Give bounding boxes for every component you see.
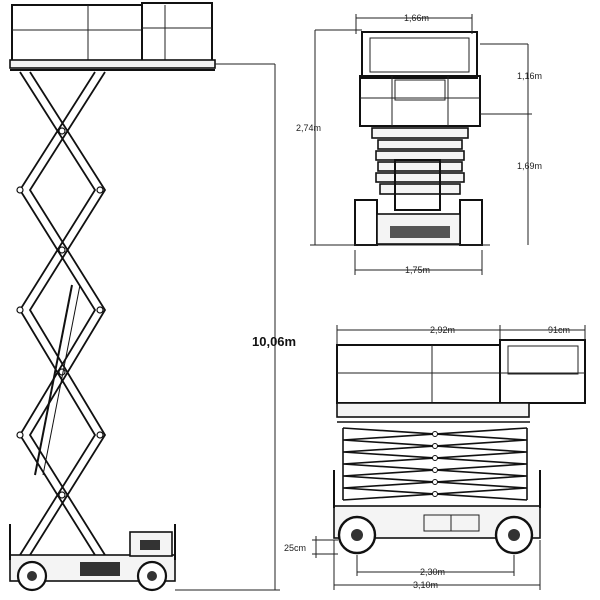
overall-length-label: 3,10m bbox=[413, 580, 438, 590]
front-height-label: 2,74m bbox=[296, 123, 321, 133]
scissor-arms bbox=[18, 71, 107, 556]
base-height-label: 1,69m bbox=[517, 161, 542, 171]
ground-clearance-label: 25cm bbox=[284, 543, 306, 553]
extension-label: 91cm bbox=[548, 325, 570, 335]
front-top-width-label: 1,66m bbox=[404, 13, 429, 23]
extended-lift-view: 10,06m bbox=[9, 2, 296, 592]
front-view: 1,66m 2,74m 1,16m 1,69m 1,75m bbox=[296, 13, 542, 275]
base-width-label: 1,75m bbox=[405, 265, 430, 275]
rail-height-label: 1,16m bbox=[517, 71, 542, 81]
platform-length-label: 2,92m bbox=[430, 325, 455, 335]
wheels-side-view bbox=[337, 515, 534, 555]
upper-platform bbox=[9, 2, 216, 71]
total-height-label: 10,06m bbox=[252, 334, 296, 349]
side-scissor-pivots bbox=[432, 431, 438, 497]
side-view: 2,92m 91cm bbox=[284, 325, 586, 590]
front-dimension-lines bbox=[310, 14, 532, 275]
height-dimension-line bbox=[175, 63, 280, 591]
side-scissor-stack bbox=[337, 421, 530, 501]
front-scissor-stack bbox=[371, 127, 469, 211]
wheelbase-label: 2,30m bbox=[420, 567, 445, 577]
wheels-side bbox=[16, 560, 168, 592]
